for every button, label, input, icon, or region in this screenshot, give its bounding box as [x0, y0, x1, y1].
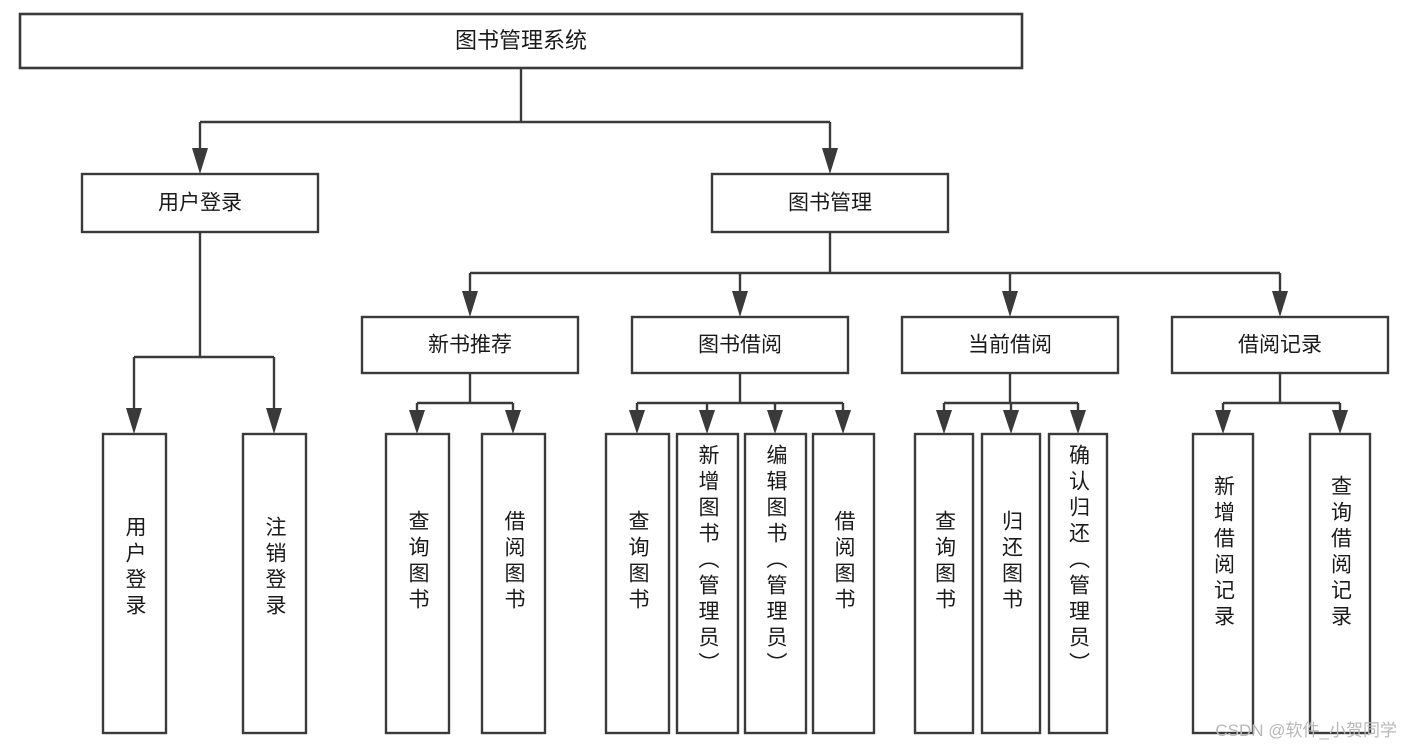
arrow-to-leaf-user-logout	[266, 408, 282, 434]
connector-group-borrow-record	[1215, 373, 1348, 434]
watermark-text: CSDN @软件_小贺同学	[1215, 721, 1397, 740]
arrow-to-leaf-rec-search	[1332, 410, 1348, 434]
arrow-to-leaf-rec-query	[409, 410, 425, 434]
arrow-to-book-borrow	[732, 291, 748, 317]
arrow-to-leaf-rec-add	[1215, 410, 1231, 434]
leaf-box-borrow-query[interactable]	[604, 432, 671, 735]
node-new-book-rec[interactable]: 新书推荐	[360, 315, 580, 375]
node-borrow-record[interactable]: 借阅记录	[1170, 315, 1390, 375]
connector-group-current-borrow	[936, 373, 1086, 434]
node-root[interactable]: 图书管理系统	[18, 12, 1024, 70]
node-root-label: 图书管理系统	[455, 28, 587, 53]
leaf-box-borrow-lend[interactable]	[811, 432, 876, 735]
leaf-box-borrow-add[interactable]	[675, 432, 740, 735]
node-user-login-box[interactable]	[80, 172, 320, 234]
connector-group-book-borrow	[629, 373, 851, 434]
node-borrow-record-label: 借阅记录	[1238, 334, 1322, 357]
arrow-to-leaf-user-login	[126, 408, 142, 434]
leaf-boxes	[101, 432, 1372, 735]
leaf-box-rec-query[interactable]	[384, 432, 451, 735]
leaf-box-cur-query[interactable]	[913, 432, 975, 735]
connector-group-new-book-rec	[409, 373, 521, 434]
node-book-borrow-label: 图书借阅	[698, 334, 782, 357]
node-book-manage-label: 图书管理	[788, 192, 872, 215]
leaf-box-cur-confirm[interactable]	[1047, 432, 1109, 735]
node-current-borrow-label: 当前借阅	[968, 334, 1052, 357]
arrow-root-to-book-manage	[822, 148, 838, 174]
arrow-to-leaf-cur-return	[1003, 410, 1019, 434]
arrow-to-leaf-borrow-lend	[835, 410, 851, 434]
node-new-book-rec-label: 新书推荐	[428, 334, 512, 357]
connector-group-user-login	[126, 232, 282, 434]
leaf-box-rec-add[interactable]	[1191, 432, 1255, 735]
arrow-to-leaf-borrow-edit	[767, 410, 783, 434]
arrow-to-current-borrow	[1002, 291, 1018, 317]
node-user-login-label: 用户登录	[158, 192, 242, 215]
arrow-to-leaf-borrow-add	[699, 410, 715, 434]
leaf-box-rec-borrow[interactable]	[480, 432, 547, 735]
arrow-to-leaf-cur-confirm	[1070, 410, 1086, 434]
node-book-borrow-box[interactable]	[630, 315, 850, 375]
connector-group-book-manage	[462, 232, 1288, 317]
arrow-to-leaf-cur-query	[936, 410, 952, 434]
arrow-to-new-book-rec	[462, 291, 478, 317]
node-borrow-record-box[interactable]	[1170, 315, 1390, 375]
connector-group-root	[192, 68, 838, 174]
node-new-book-rec-box[interactable]	[360, 315, 580, 375]
arrow-to-leaf-rec-borrow	[505, 410, 521, 434]
arrow-to-borrow-record	[1272, 291, 1288, 317]
node-book-borrow[interactable]: 图书借阅	[630, 315, 850, 375]
node-current-borrow-box[interactable]	[900, 315, 1120, 375]
node-book-manage-box[interactable]	[710, 172, 950, 234]
arrow-root-to-user-login	[192, 148, 208, 174]
node-current-borrow[interactable]: 当前借阅	[900, 315, 1120, 375]
node-root-box[interactable]	[18, 12, 1024, 70]
arrow-to-leaf-borrow-query	[629, 410, 645, 434]
leaf-box-user-logout[interactable]	[241, 432, 308, 735]
node-book-manage[interactable]: 图书管理	[710, 172, 950, 234]
node-user-login[interactable]: 用户登录	[80, 172, 320, 234]
leaf-box-cur-return[interactable]	[980, 432, 1042, 735]
leaf-box-user-login[interactable]	[101, 432, 168, 735]
leaf-box-borrow-edit[interactable]	[743, 432, 808, 735]
leaf-box-rec-search[interactable]	[1308, 432, 1372, 735]
